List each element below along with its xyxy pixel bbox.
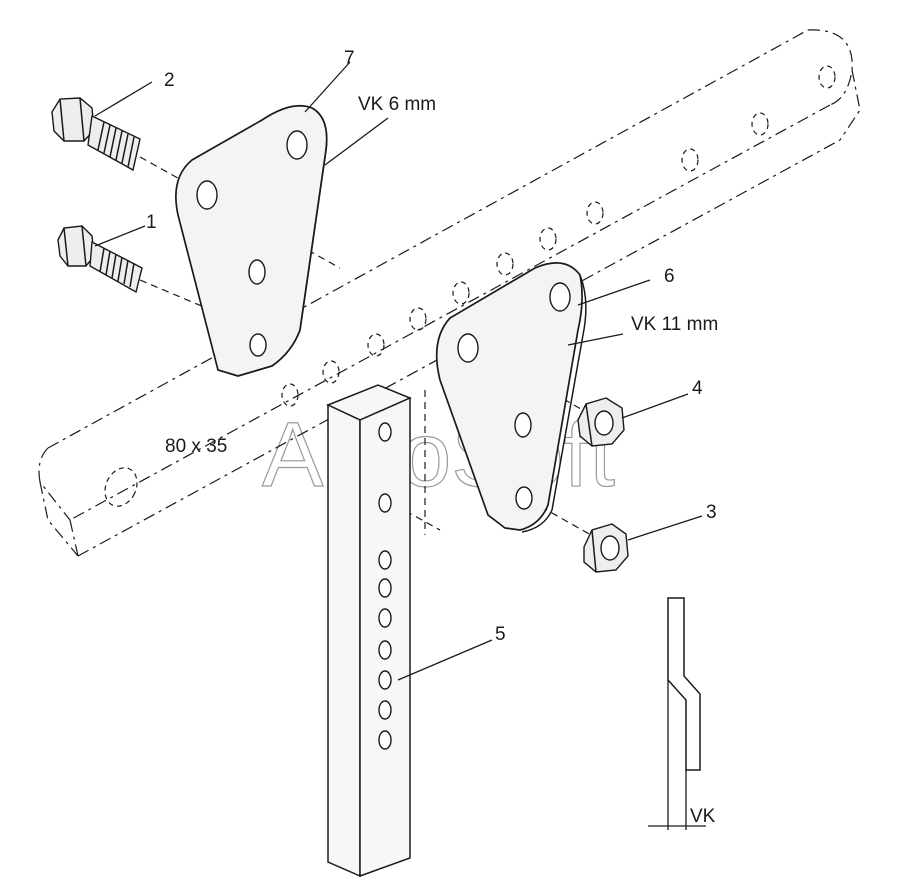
plate-6-hole-left	[457, 333, 479, 363]
callout-4: 4	[692, 378, 703, 399]
section-detail	[648, 597, 706, 830]
drawbar-phantom	[38, 29, 861, 557]
square-post	[326, 384, 412, 878]
bolt-upper	[51, 97, 141, 172]
plate-vk6	[175, 104, 328, 377]
bar-end-hole-right	[818, 65, 836, 89]
label-vk11: VK 11 mm	[631, 314, 718, 335]
nut-lower	[583, 523, 629, 573]
label-bar-size: 80 x 35	[165, 436, 227, 457]
callout-3: 3	[706, 502, 717, 523]
plate-7-hole-left	[196, 180, 218, 210]
bar-end-hole	[104, 467, 138, 507]
bar-hole-row	[281, 112, 769, 407]
callout-2: 2	[164, 70, 175, 91]
label-vk6: VK 6 mm	[358, 94, 436, 115]
plate-vk11	[435, 262, 587, 533]
callout-7: 7	[344, 48, 355, 69]
callout-6: 6	[664, 266, 675, 287]
callout-1: 1	[146, 212, 157, 233]
plate-7-hole-mid	[248, 259, 266, 285]
nut-upper	[577, 397, 625, 447]
plate-6-hole-top	[549, 282, 571, 312]
callout-5: 5	[495, 624, 506, 645]
plate-6-hole-mid	[514, 412, 532, 438]
plate-7-hole-bottom	[249, 333, 267, 357]
bolt-lower	[57, 225, 143, 294]
plate-7-hole-top	[286, 130, 308, 160]
plate-6-hole-bottom	[515, 486, 533, 510]
post-hole-column	[378, 422, 392, 750]
label-vk-detail: VK	[690, 806, 716, 827]
